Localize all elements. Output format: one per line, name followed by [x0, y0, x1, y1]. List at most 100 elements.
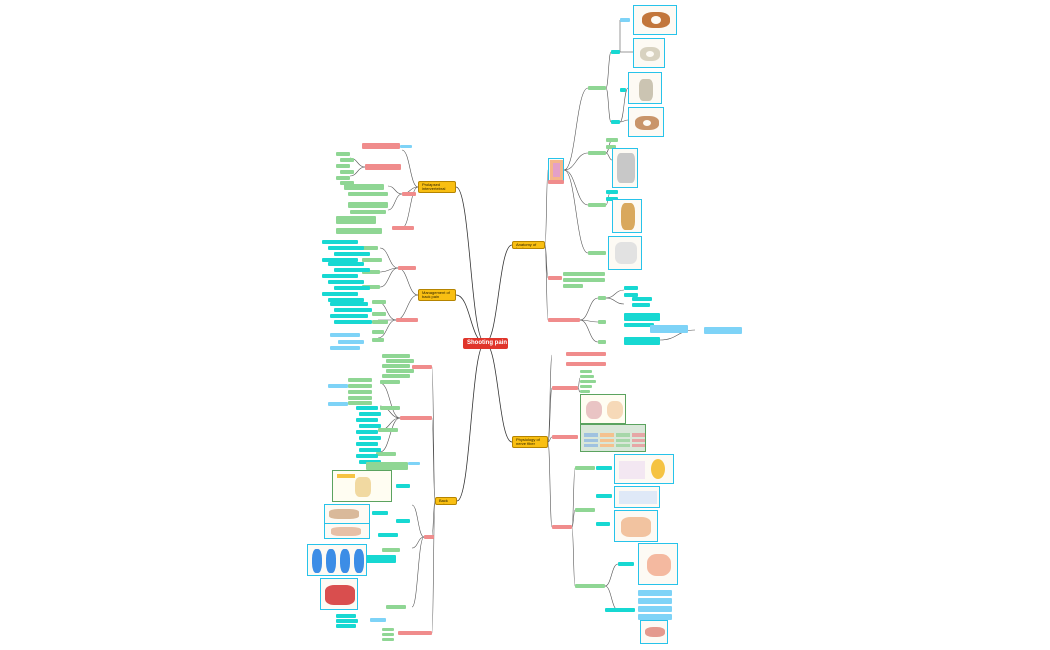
- pid-diagnosis-label[interactable]: [392, 226, 414, 230]
- fiber-type-a[interactable]: [580, 370, 592, 373]
- anatomy-text-3[interactable]: [563, 284, 583, 288]
- cause-cyan-7[interactable]: [356, 442, 378, 446]
- spine-section-image[interactable]: [324, 504, 370, 524]
- back-def-5[interactable]: [382, 374, 410, 378]
- fiber-classification-table-image[interactable]: [580, 424, 646, 452]
- diag-3[interactable]: [382, 638, 394, 641]
- cervical-vertebrae-label[interactable]: [588, 86, 606, 90]
- type-cyan-long[interactable]: [348, 555, 396, 563]
- pathway-cyan-3[interactable]: [596, 522, 610, 526]
- cause-cyan-3[interactable]: [356, 418, 378, 422]
- brain-pathway-image[interactable]: [638, 543, 678, 585]
- fiber-type-e[interactable]: [580, 390, 590, 393]
- cause-group-3[interactable]: [378, 428, 398, 432]
- spinal-cyan-4[interactable]: [632, 303, 650, 307]
- pid-definition-note[interactable]: [400, 145, 412, 148]
- type-cyan-5[interactable]: [336, 614, 356, 618]
- pid-diagnosis-2[interactable]: [336, 228, 382, 234]
- branch-back-pain[interactable]: Back pain: [435, 497, 457, 505]
- cause-group-1[interactable]: [380, 380, 400, 384]
- atlas-inferior-view-image[interactable]: [633, 38, 665, 68]
- surgery-blue-3[interactable]: [330, 346, 360, 350]
- physiology-note-2[interactable]: [566, 362, 606, 366]
- type-green-1[interactable]: [382, 548, 400, 552]
- mgmt-item-4[interactable]: [362, 285, 380, 289]
- nerve-fiber-diagram-image[interactable]: [580, 394, 626, 424]
- branch-management-of-back-pain[interactable]: Management of back pain: [418, 289, 456, 301]
- diag-1[interactable]: [382, 628, 394, 631]
- axis-label[interactable]: [611, 120, 620, 124]
- spinal-cyan-1[interactable]: [624, 286, 638, 290]
- type-cyan-3[interactable]: [372, 511, 388, 515]
- spinal-cyan-5[interactable]: [624, 313, 660, 321]
- type-blue-1[interactable]: [370, 618, 386, 622]
- back-pain-diagnosis-label[interactable]: [398, 631, 432, 635]
- thoracic-vertebrae-label[interactable]: [588, 151, 606, 155]
- vertebra-diagram-image[interactable]: [548, 158, 564, 182]
- surgery-type-3[interactable]: [372, 320, 388, 324]
- pid-causes-label[interactable]: [365, 164, 401, 170]
- atlas-label[interactable]: [611, 50, 620, 54]
- surgery-blue-1[interactable]: [330, 333, 360, 337]
- back-def-2[interactable]: [386, 359, 414, 363]
- cause-cyan-2[interactable]: [359, 412, 381, 416]
- spinal-detail-2[interactable]: [598, 320, 606, 324]
- cause-item-5[interactable]: [348, 401, 372, 405]
- type-cyan-1[interactable]: [396, 484, 410, 488]
- surgery-cyan-2[interactable]: [334, 308, 372, 312]
- branch-physiology-of-nerve-fiber[interactable]: Physiology of nerve fiber: [512, 436, 548, 448]
- mgmt-item-1[interactable]: [362, 246, 378, 250]
- pid-symptom-4[interactable]: [350, 210, 386, 214]
- pid-cause-6[interactable]: [340, 181, 354, 185]
- pain-receptor-image[interactable]: [614, 454, 674, 484]
- surgery-type-1[interactable]: [372, 300, 386, 304]
- mgmt-cyan-1[interactable]: [322, 240, 358, 244]
- cause-cyan-1[interactable]: [356, 406, 378, 410]
- cause-blue-1[interactable]: [328, 384, 348, 388]
- back-def-3[interactable]: [382, 364, 410, 368]
- spinal-cyan-7[interactable]: [624, 337, 660, 345]
- fiber-type-c[interactable]: [580, 380, 596, 383]
- mgmt-cyan-3[interactable]: [334, 252, 370, 256]
- muscle-image[interactable]: [640, 620, 668, 644]
- cause-cyan-6[interactable]: [359, 436, 381, 440]
- anatomy-subtopic-label[interactable]: [548, 276, 562, 280]
- back-def-4[interactable]: [386, 369, 414, 373]
- surgery-type-4[interactable]: [372, 330, 384, 334]
- back-pain-types-label[interactable]: [424, 535, 434, 539]
- dens-label[interactable]: [620, 88, 626, 92]
- cause-cyan-4[interactable]: [359, 424, 381, 428]
- fiber-classification-label[interactable]: [552, 435, 578, 439]
- cause-cyan-9[interactable]: [356, 454, 378, 458]
- thoracic-vertebra-image[interactable]: [612, 148, 638, 188]
- atlas-note-label[interactable]: [620, 18, 630, 22]
- spinal-cyan-3[interactable]: [632, 297, 652, 301]
- mgmt-item-3[interactable]: [362, 270, 380, 274]
- lumbar-vertebrae-image[interactable]: [612, 199, 642, 233]
- spinal-detail-3[interactable]: [598, 340, 606, 344]
- surgery-type-5[interactable]: [372, 338, 384, 342]
- lumbar-vertebrae-label[interactable]: [588, 203, 606, 207]
- pathway-step-3[interactable]: [575, 584, 605, 588]
- pathway-blue-note-2[interactable]: [638, 598, 672, 604]
- surgery-cyan-3[interactable]: [330, 314, 368, 318]
- types-note[interactable]: [408, 462, 420, 465]
- pathway-blue-note-1[interactable]: [638, 590, 672, 596]
- back-pain-definition-label[interactable]: [412, 365, 432, 369]
- type-cyan-2[interactable]: [396, 519, 410, 523]
- pathway-step-2[interactable]: [575, 508, 595, 512]
- anatomy-text-1[interactable]: [563, 272, 605, 276]
- type-cyan-6[interactable]: [336, 619, 358, 623]
- mgmt-cyan-9[interactable]: [334, 286, 370, 290]
- mgmt-item-2[interactable]: [362, 258, 382, 262]
- thoracic-detail-1[interactable]: [606, 138, 618, 142]
- cause-group-2[interactable]: [380, 406, 400, 410]
- mgmt-cyan-8[interactable]: [328, 280, 364, 284]
- mgmt-cyan-4[interactable]: [322, 258, 358, 262]
- cause-cyan-8[interactable]: [359, 448, 381, 452]
- back-pain-causes-label[interactable]: [400, 416, 432, 420]
- management-nonsurgical-label[interactable]: [398, 266, 416, 270]
- anatomy-summary-label[interactable]: [548, 180, 564, 184]
- sacrum-image[interactable]: [608, 236, 642, 270]
- pid-cause-4[interactable]: [340, 170, 354, 174]
